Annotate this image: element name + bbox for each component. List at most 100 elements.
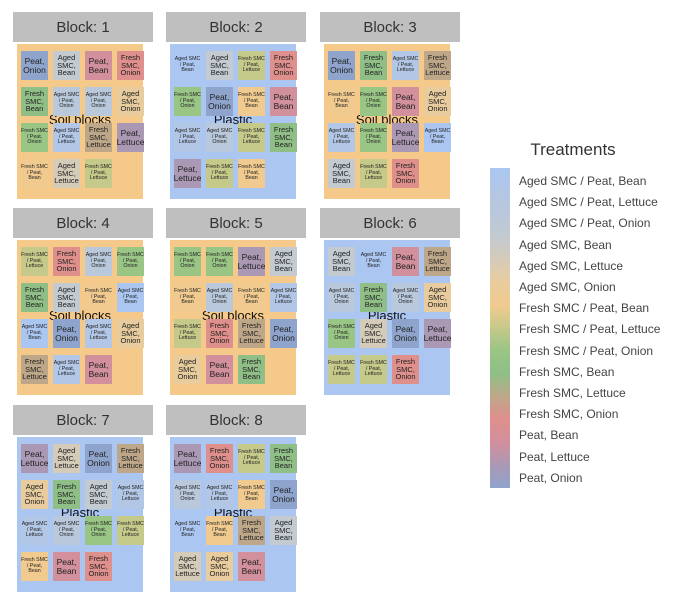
treatment-cell-label: Aged SMC / Peat, Lettuce: [392, 56, 419, 74]
treatment-cell: Aged SMC, Lettuce: [53, 159, 80, 188]
treatment-cell: Peat, Lettuce: [117, 123, 144, 152]
legend-color-bar: [490, 168, 510, 488]
treatment-cell: Fresh SMC, Onion: [53, 247, 80, 276]
treatment-cell-label: Fresh SMC, Lettuce: [425, 249, 450, 274]
treatment-cell: Fresh SMC / Peat, Lettuce: [206, 159, 233, 188]
treatment-cell: Fresh SMC / Peat, Bean: [85, 283, 112, 312]
treatment-cell-label: Aged SMC / Peat, Onion: [206, 288, 233, 306]
treatment-cell: Fresh SMC, Bean: [238, 355, 265, 384]
treatment-cell-label: Fresh SMC / Peat, Bean: [238, 164, 265, 182]
treatment-cell-label: Fresh SMC / Peat, Onion: [174, 92, 201, 110]
treatment-cell: Fresh SMC / Peat, Onion: [85, 516, 112, 545]
treatment-cell-label: Fresh SMC / Peat, Lettuce: [238, 128, 265, 146]
treatment-cell-label: Peat, Lettuce: [238, 251, 265, 271]
treatment-cell-label: Aged SMC, Bean: [89, 482, 108, 507]
treatment-cell-label: Fresh SMC / Peat, Lettuce: [360, 360, 387, 378]
legend-item: Fresh SMC / Peat, Onion: [519, 343, 654, 358]
treatment-cell: Aged SMC / Peat, Onion: [328, 283, 355, 312]
treatment-cell-label: Aged SMC / Peat, Onion: [328, 288, 355, 306]
treatment-cell: Fresh SMC / Peat, Bean: [238, 480, 265, 509]
treatment-cell: Aged SMC, Onion: [424, 283, 451, 312]
treatment-cell-label: Fresh SMC / Peat, Onion: [360, 92, 387, 110]
treatment-cell-label: Aged SMC / Peat, Onion: [53, 521, 80, 539]
treatment-cell-label: Aged SMC, Lettuce: [54, 446, 79, 471]
treatment-cell: Fresh SMC, Lettuce: [21, 355, 48, 384]
treatment-cell: Peat, Onion: [328, 51, 355, 80]
treatment-cell-label: Aged SMC, Lettuce: [361, 321, 386, 346]
treatment-cell-label: Fresh SMC / Peat, Bean: [238, 92, 265, 110]
treatment-cell: Aged SMC / Peat, Bean: [424, 123, 451, 152]
treatment-cell-label: Aged SMC / Peat, Bean: [117, 288, 144, 306]
treatment-cell: Peat, Bean: [270, 87, 297, 116]
treatment-cell-label: Aged SMC / Peat, Onion: [392, 288, 419, 306]
legend-item: Fresh SMC / Peat, Bean: [519, 301, 650, 316]
treatment-cell: Aged SMC / Peat, Lettuce: [21, 516, 48, 545]
treatment-cell: Fresh SMC / Peat, Lettuce: [238, 51, 265, 80]
legend-item: Aged SMC / Peat, Onion: [519, 216, 651, 231]
treatment-cell-label: Fresh SMC, Bean: [24, 285, 45, 310]
treatment-cell: Aged SMC / Peat, Lettuce: [85, 319, 112, 348]
treatment-cell-label: Peat, Bean: [395, 251, 416, 271]
treatment-cell: Fresh SMC, Onion: [392, 355, 419, 384]
treatment-cell-label: Peat, Lettuce: [21, 448, 48, 468]
treatment-cell: Fresh SMC / Peat, Bean: [174, 283, 201, 312]
treatment-cell: Aged SMC, Lettuce: [174, 552, 201, 581]
treatment-cell-label: Fresh SMC / Peat, Onion: [328, 324, 355, 342]
treatment-cell-label: Aged SMC / Peat, Bean: [174, 521, 201, 539]
treatment-cell: Fresh SMC, Bean: [270, 444, 297, 473]
treatment-cell: Fresh SMC, Lettuce: [238, 319, 265, 348]
treatment-cell-label: Aged SMC / Peat, Lettuce: [206, 485, 233, 503]
treatment-cell: Fresh SMC / Peat, Lettuce: [85, 159, 112, 188]
treatment-cell: Aged SMC / Peat, Onion: [206, 123, 233, 152]
treatment-cell-label: Peat, Bean: [88, 359, 109, 379]
treatment-cell: Fresh SMC, Bean: [360, 51, 387, 80]
legend-item: Fresh SMC, Onion: [519, 407, 619, 422]
treatment-cell: Fresh SMC, Onion: [392, 159, 419, 188]
treatment-cell-label: Fresh SMC / Peat, Lettuce: [85, 164, 112, 182]
legend-item: Aged SMC / Peat, Lettuce: [519, 195, 658, 210]
treatment-cell-label: Fresh SMC / Peat, Onion: [21, 128, 48, 146]
legend-title: Treatments: [530, 140, 616, 159]
treatment-cell: Aged SMC / Peat, Onion: [206, 283, 233, 312]
treatment-cell: Peat, Bean: [392, 87, 419, 116]
treatment-cell-label: Peat, Bean: [56, 556, 77, 576]
treatment-cell: Aged SMC, Onion: [117, 319, 144, 348]
treatment-cell: Fresh SMC / Peat, Onion: [21, 123, 48, 152]
treatment-cell: Peat, Lettuce: [21, 444, 48, 473]
treatment-cell-label: Fresh SMC, Bean: [56, 482, 77, 507]
treatment-cell-label: Aged SMC, Lettuce: [54, 161, 79, 186]
treatment-cell: Peat, Bean: [85, 51, 112, 80]
treatment-cell: Peat, Onion: [392, 319, 419, 348]
treatment-cell: Fresh SMC, Bean: [21, 283, 48, 312]
treatment-cell-label: Aged SMC, Bean: [57, 53, 76, 78]
treatment-cell-label: Fresh SMC, Onion: [209, 446, 230, 471]
treatment-cell: Fresh SMC / Peat, Onion: [206, 247, 233, 276]
treatment-cell: Peat, Onion: [85, 444, 112, 473]
treatment-cell: Peat, Onion: [270, 480, 297, 509]
treatment-cell: Aged SMC, Bean: [53, 283, 80, 312]
treatment-cell-label: Aged SMC, Onion: [120, 321, 141, 346]
treatment-cell: Peat, Bean: [238, 552, 265, 581]
treatment-cell: Peat, Bean: [53, 552, 80, 581]
treatment-cell-label: Aged SMC, Onion: [177, 357, 198, 382]
treatment-cell-label: Aged SMC / Peat, Lettuce: [270, 288, 297, 306]
treatment-cell: Fresh SMC / Peat, Lettuce: [328, 355, 355, 384]
treatment-cell: Fresh SMC / Peat, Bean: [328, 87, 355, 116]
treatment-cell-label: Aged SMC / Peat, Onion: [85, 252, 112, 270]
treatment-cell-label: Fresh SMC / Peat, Onion: [206, 252, 233, 270]
treatment-cell: Aged SMC / Peat, Lettuce: [206, 480, 233, 509]
treatment-cell: Fresh SMC, Lettuce: [424, 51, 451, 80]
treatment-cell-label: Peat, Onion: [55, 323, 78, 343]
treatment-cell-label: Fresh SMC, Onion: [395, 357, 416, 382]
treatment-cell-label: Aged SMC / Peat, Lettuce: [53, 360, 80, 378]
treatment-cell-label: Peat, Lettuce: [174, 448, 201, 468]
legend-item: Peat, Bean: [519, 428, 579, 443]
treatment-cell: Aged SMC, Onion: [174, 355, 201, 384]
treatment-cell: Fresh SMC, Onion: [206, 319, 233, 348]
treatment-cell: Peat, Lettuce: [424, 319, 451, 348]
treatment-cell: Aged SMC, Onion: [424, 87, 451, 116]
